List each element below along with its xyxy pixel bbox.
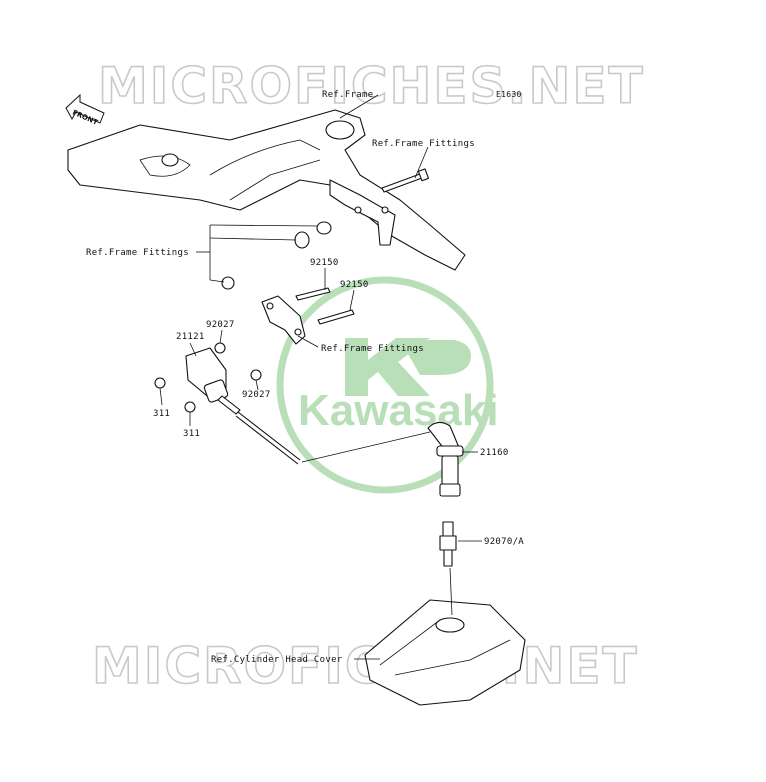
washer-92027-b [250,369,262,381]
grommet-2 [294,231,310,249]
cylinder-head-cover [364,599,526,706]
nut-311-b [184,401,196,413]
spark-plug [439,521,457,567]
callout-ref-frame-fittings-mid: Ref.Frame Fittings [321,344,424,354]
frame-drawing [67,109,466,271]
ignition-coil [185,347,301,465]
watermark-top: MICROFICHES.NET [98,57,645,115]
kawasaki-logo: Kawasaki [276,276,499,494]
callout-ref-frame-fittings-top: Ref.Frame Fittings [372,139,475,149]
leader-lines [159,94,482,660]
watermark-bottom: MICROFICHES.NET [92,637,639,695]
callout-ref-cylinder-head-cover: Ref.Cylinder Head Cover [211,655,343,665]
callout-92027-b: 92027 [242,390,271,400]
kawasaki-logo-text: Kawasaki [298,386,499,435]
callout-92150-a: 92150 [310,258,339,268]
spark-plug-cap [427,421,464,497]
callout-92070a: 92070/A [484,537,524,547]
callout-ref-frame: Ref.Frame [322,90,373,100]
bolt-frame-fitting [381,168,430,193]
diagram-code: E1630 [496,90,522,99]
callout-21121: 21121 [176,332,205,342]
nut-frame [221,276,235,290]
callout-ref-frame-fittings-left: Ref.Frame Fittings [86,248,189,258]
nut-311-a [154,377,166,389]
callout-92027-a: 92027 [206,320,235,330]
callout-311-b: 311 [183,429,200,439]
callout-21160: 21160 [480,448,509,458]
callout-311-a: 311 [153,409,170,419]
ignition-coil-bracket [261,287,355,345]
washer-92027-a [214,342,226,354]
callout-92150-b: 92150 [340,280,369,290]
grommet-1 [316,221,332,235]
